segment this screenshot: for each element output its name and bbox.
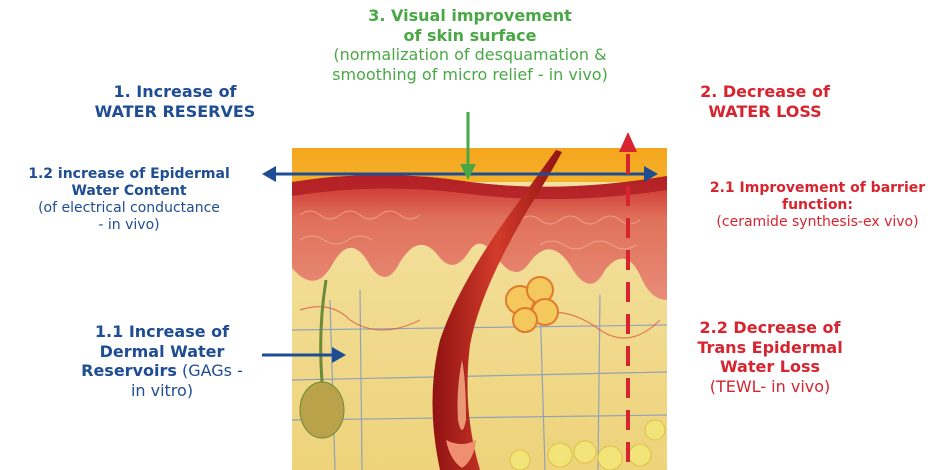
- item-2-1-line1: 2.1 Improvement of barrier: [688, 180, 947, 197]
- water-loss-line1: 2. Decrease of: [680, 82, 850, 102]
- visual-improvement-title-2: of skin surface: [300, 26, 640, 46]
- water-reserves-line2: WATER RESERVES: [70, 102, 280, 122]
- tewl-label: 2.2 Decrease of Trans Epidermal Water Lo…: [670, 318, 870, 396]
- item-1-2-line1: 1.2 increase of Epidermal: [0, 166, 258, 183]
- item-1-1-line3-rest: (GAGs -: [177, 361, 243, 380]
- item-1-1-line1: 1.1 Increase of: [58, 322, 266, 342]
- item-2-2-line2: Trans Epidermal: [670, 338, 870, 358]
- item-2-2-line1: 2.2 Decrease of: [670, 318, 870, 338]
- item-2-2-line4: (TEWL- in vivo): [670, 377, 870, 397]
- visual-improvement-sub-1: (normalization of desquamation &: [300, 45, 640, 65]
- visual-improvement-title-1: 3. Visual improvement: [300, 6, 640, 26]
- item-1-2-line4: - in vivo): [0, 217, 258, 234]
- item-1-1-line2: Dermal Water: [58, 342, 266, 362]
- water-reserves-heading: 1. Increase of WATER RESERVES: [70, 82, 280, 121]
- barrier-function-label: 2.1 Improvement of barrier function: (ce…: [688, 180, 947, 231]
- item-1-2-line2: Water Content: [0, 183, 258, 200]
- water-reserves-line1: 1. Increase of: [70, 82, 280, 102]
- item-1-2-line3: (of electrical conductance: [0, 200, 258, 217]
- item-1-1-line4: in vitro): [58, 381, 266, 401]
- item-2-1-line3: (ceramide synthesis-ex vivo): [688, 214, 947, 231]
- visual-improvement-heading: 3. Visual improvement of skin surface (n…: [300, 6, 640, 84]
- item-2-1-line2: function:: [688, 197, 947, 214]
- dermal-water-reservoirs-label: 1.1 Increase of Dermal Water Reservoirs …: [58, 322, 266, 400]
- water-loss-line2: WATER LOSS: [680, 102, 850, 122]
- item-1-1-line3-bold: Reservoirs: [81, 361, 177, 380]
- water-loss-heading: 2. Decrease of WATER LOSS: [680, 82, 850, 121]
- item-2-2-line3: Water Loss: [670, 357, 870, 377]
- item-1-1-line3: Reservoirs (GAGs -: [58, 361, 266, 381]
- visual-improvement-sub-2: smoothing of micro relief - in vivo): [300, 65, 640, 85]
- epidermal-water-content-label: 1.2 increase of Epidermal Water Content …: [0, 166, 258, 234]
